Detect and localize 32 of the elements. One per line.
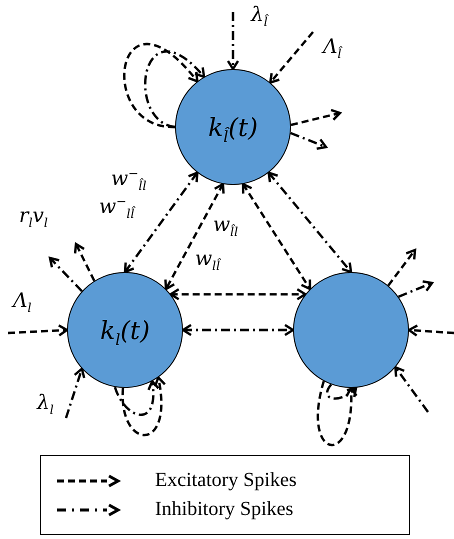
arrow	[170, 288, 306, 300]
self-loop-arrow	[122, 376, 166, 436]
arrow	[124, 172, 198, 274]
arrow	[48, 256, 83, 292]
arrow	[182, 324, 294, 336]
arrow	[242, 182, 312, 290]
self-loop-arrow	[123, 42, 198, 128]
node-label: k$_{l}$(t)	[100, 316, 150, 344]
arrow	[290, 132, 328, 150]
arrow	[164, 182, 225, 290]
arrow	[74, 242, 96, 282]
arrow	[8, 324, 68, 337]
arrow	[398, 280, 434, 298]
arrow	[226, 12, 240, 70]
arrow	[408, 324, 454, 337]
arrow	[269, 31, 314, 84]
legend-text: Excitatory Spikes	[155, 469, 297, 492]
arrow	[394, 366, 429, 413]
edge-label: Λ$_{l}$	[12, 290, 32, 310]
self-loop-arrow	[114, 380, 160, 416]
edge-label: λ$_{l}$	[36, 392, 55, 412]
edge-label: λ$_{l̂}$	[250, 4, 269, 24]
self-loop-arrow	[316, 380, 358, 446]
arrow	[387, 248, 416, 286]
arrow	[268, 172, 352, 274]
arrow	[290, 108, 342, 126]
self-loop-arrow	[326, 384, 358, 400]
self-loop-arrow	[144, 50, 206, 128]
legend-text: Inhibitory Spikes	[155, 498, 294, 521]
node-label: k$_{l̂}$(t)	[208, 112, 258, 142]
arrow	[64, 368, 86, 418]
edge-label: Λ$_{l̂}$	[322, 36, 342, 56]
